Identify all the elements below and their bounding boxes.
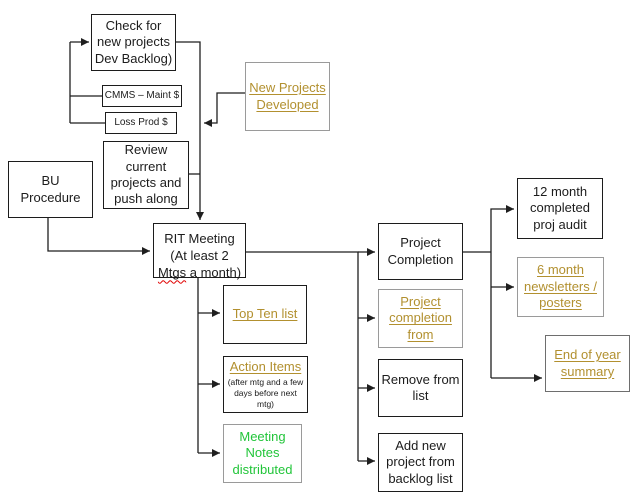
rit-meeting-line3: a month) <box>186 265 242 281</box>
action-items-subtitle: (after mtg and a few days before next mt… <box>227 376 304 409</box>
action-items-title: Action Items <box>229 359 302 375</box>
meeting-notes-label: Meeting Notes distributed <box>232 428 293 477</box>
rit-meeting-misspelled-word: Mtgs <box>157 265 187 281</box>
node-bu-procedure: BU Procedure <box>8 161 93 218</box>
new-projects-developed-label: New Projects Developed <box>249 80 326 112</box>
node-rit-meeting: RIT Meeting (At least 2 Mtgs a month) <box>153 223 246 281</box>
project-completion-from-label: Project completion from <box>389 293 452 342</box>
node-review-current-projects: Review current projects and push along <box>103 141 189 209</box>
end-of-year-summary-label: End of year summary <box>554 347 621 379</box>
node-project-completion-from: Project completion from <box>378 289 463 348</box>
node-end-of-year-summary: End of year summary <box>545 335 630 392</box>
rit-meeting-line2: (At least 2 <box>170 248 229 264</box>
node-action-items: Action Items (after mtg and a few days b… <box>223 356 308 413</box>
six-month-newsletters-label: 6 month newsletters / posters <box>524 262 597 311</box>
node-meeting-notes-distributed: Meeting Notes distributed <box>223 424 302 483</box>
node-top-ten-list: Top Ten list <box>223 285 307 344</box>
rit-meeting-line1: RIT Meeting <box>164 231 235 246</box>
node-12-month-proj-audit: 12 month completed proj audit <box>517 178 603 239</box>
node-remove-from-list: Remove from list <box>378 359 463 417</box>
node-cmms-maint: CMMS – Maint $ <box>102 85 182 107</box>
node-check-for-new-projects: Check for new projects Dev Backlog) <box>91 14 176 71</box>
node-project-completion: Project Completion <box>378 223 463 280</box>
top-ten-list-label: Top Ten list <box>232 306 298 322</box>
node-6-month-newsletters: 6 month newsletters / posters <box>517 257 604 317</box>
node-add-new-project: Add new project from backlog list <box>378 433 463 492</box>
node-new-projects-developed: New Projects Developed <box>245 62 330 131</box>
node-loss-prod: Loss Prod $ <box>105 112 177 134</box>
